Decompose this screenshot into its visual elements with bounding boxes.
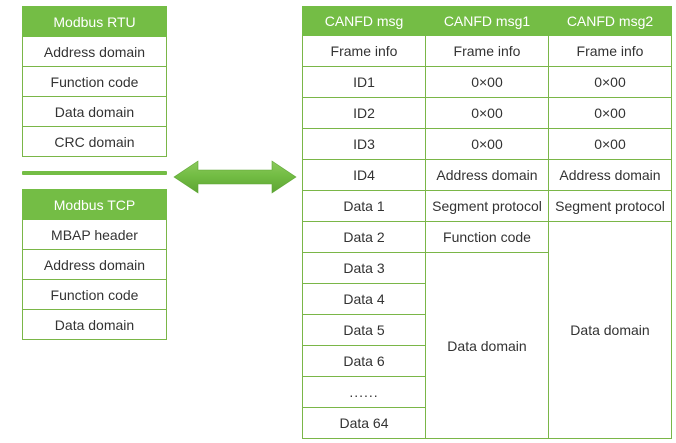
table-row: ID2 0×00 0×00 (302, 97, 672, 129)
canfd-cell-data3-col1: Data 3 (302, 252, 426, 284)
modbus-rtu-address-domain-cell: Address domain (22, 36, 167, 67)
canfd-cell-data1-col2: Segment protocol (425, 190, 549, 222)
canfd-cell-data1-col3: Segment protocol (548, 190, 672, 222)
double-headed-arrow-icon (172, 155, 298, 199)
modbus-tcp-table: Modbus TCP MBAP header Address domain Fu… (22, 189, 167, 340)
canfd-cell-function-code-col2: Function code (425, 221, 549, 253)
table-row: Modbus TCP (22, 189, 167, 220)
canfd-cell-frame-info-col3: Frame info (548, 35, 672, 67)
canfd-header-msg1: CANFD msg1 (425, 6, 549, 36)
table-row: Data domain (22, 96, 167, 127)
modbus-tcp-mbap-header-cell: MBAP header (22, 219, 167, 250)
canfd-cell-data5-col1: Data 5 (302, 314, 426, 346)
canfd-header-msg: CANFD msg (302, 6, 426, 36)
canfd-message-table: CANFD msg CANFD msg1 CANFD msg2 Frame in… (302, 6, 672, 439)
modbus-tcp-header: Modbus TCP (22, 189, 167, 220)
canfd-cell-id4-col3: Address domain (548, 159, 672, 191)
modbus-rtu-function-code-cell: Function code (22, 66, 167, 97)
table-row: Data domain (22, 309, 167, 340)
modbus-rtu-data-domain-cell: Data domain (22, 96, 167, 127)
stack-divider (22, 171, 167, 175)
table-row: Address domain (22, 36, 167, 67)
table-header-row: CANFD msg CANFD msg1 CANFD msg2 (302, 6, 672, 36)
canfd-cell-data64-col1: Data 64 (302, 407, 426, 439)
canfd-cell-id3-col3: 0×00 (548, 128, 672, 160)
table-row: Modbus RTU (22, 6, 167, 37)
canfd-cell-id4-col2: Address domain (425, 159, 549, 191)
table-row: Data 2 Function code Data domain (302, 221, 672, 439)
canfd-cell-data2-col1: Data 2 (302, 221, 426, 253)
modbus-tcp-function-code-cell: Function code (22, 279, 167, 310)
table-row: Data 64 (302, 407, 672, 439)
canfd-cell-ellipsis-col1: ...... (302, 376, 426, 408)
modbus-rtu-table: Modbus RTU Address domain Function code … (22, 6, 167, 157)
canfd-cell-id3-col2: 0×00 (425, 128, 549, 160)
table-row: Function code (22, 279, 167, 310)
canfd-cell-id4-col1: ID4 (302, 159, 426, 191)
canfd-cell-id3-col1: ID3 (302, 128, 426, 160)
canfd-cell-frame-info-col1: Frame info (302, 35, 426, 67)
table-row: MBAP header (22, 219, 167, 250)
modbus-rtu-header: Modbus RTU (22, 6, 167, 37)
table-row: ID3 0×00 0×00 (302, 128, 672, 160)
canfd-cell-data1-col1: Data 1 (302, 190, 426, 222)
canfd-cell-frame-info-col2: Frame info (425, 35, 549, 67)
table-row: Address domain (22, 249, 167, 280)
table-row: CRC domain (22, 126, 167, 157)
modbus-rtu-crc-domain-cell: CRC domain (22, 126, 167, 157)
modbus-protocol-stack: Modbus RTU Address domain Function code … (22, 6, 167, 340)
canfd-cell-data6-col1: Data 6 (302, 345, 426, 377)
canfd-cell-id1-col2: 0×00 (425, 66, 549, 98)
table-row: Data 1 Segment protocol Segment protocol (302, 190, 672, 222)
canfd-cell-id2-col3: 0×00 (548, 97, 672, 129)
table-row: Function code (22, 66, 167, 97)
canfd-cell-data-domain-col2: Data domain (425, 252, 549, 439)
canfd-cell-data4-col1: Data 4 (302, 283, 426, 315)
table-row: Data 3 Data domain (302, 252, 672, 439)
table-row: Data 6 (302, 345, 672, 377)
canfd-cell-data-domain-col3: Data domain (548, 221, 672, 439)
canfd-cell-id1-col1: ID1 (302, 66, 426, 98)
modbus-tcp-address-domain-cell: Address domain (22, 249, 167, 280)
table-row: ID4 Address domain Address domain (302, 159, 672, 191)
table-row: ...... (302, 376, 672, 408)
table-row: Frame info Frame info Frame info (302, 35, 672, 67)
table-row: ID1 0×00 0×00 (302, 66, 672, 98)
canfd-cell-id2-col2: 0×00 (425, 97, 549, 129)
canfd-header-msg2: CANFD msg2 (548, 6, 672, 36)
canfd-cell-id1-col3: 0×00 (548, 66, 672, 98)
canfd-cell-id2-col1: ID2 (302, 97, 426, 129)
table-row: Data 5 (302, 314, 672, 346)
modbus-tcp-data-domain-cell: Data domain (22, 309, 167, 340)
